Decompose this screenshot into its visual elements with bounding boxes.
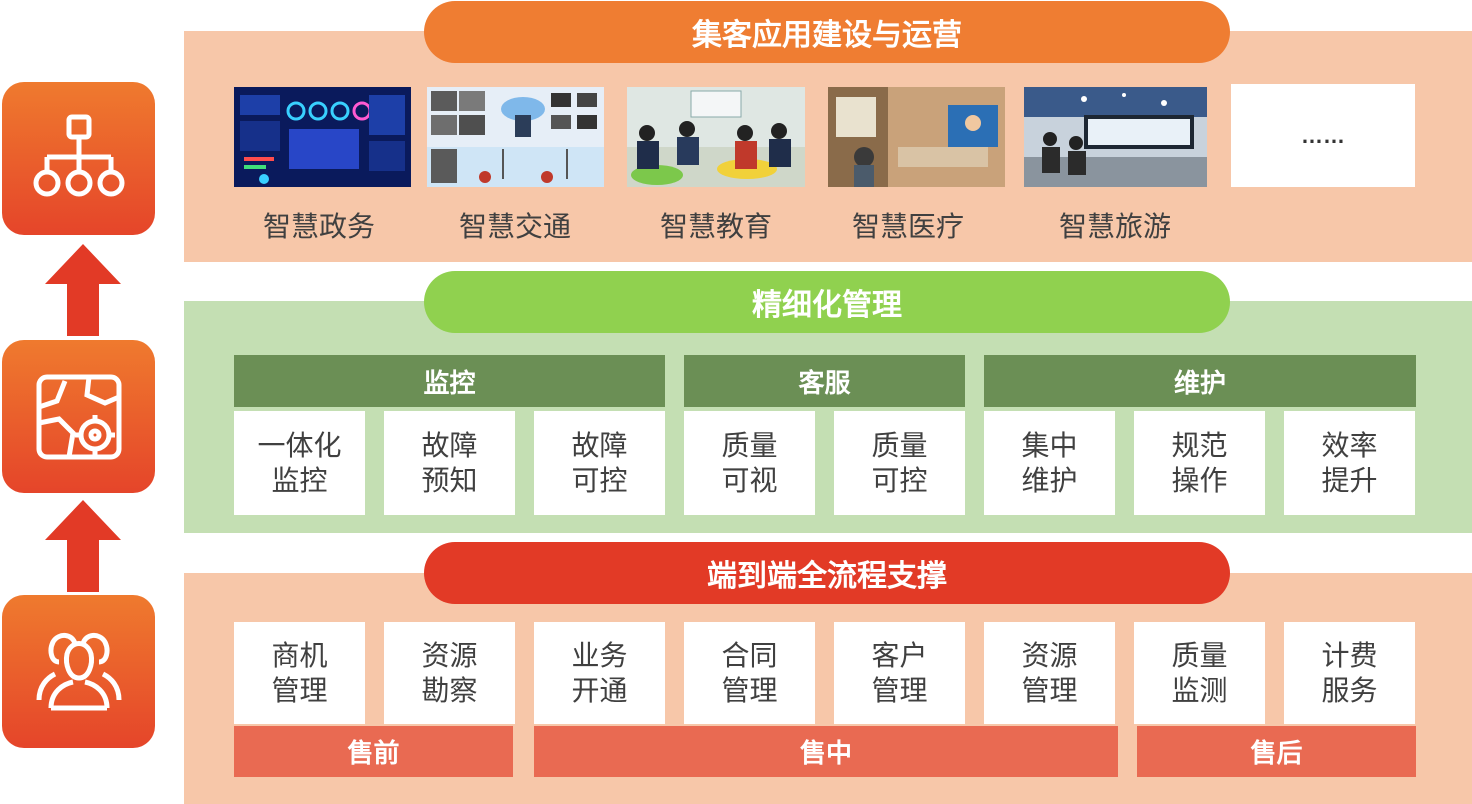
smart-tourism-image xyxy=(1024,87,1207,187)
middle-layer-band xyxy=(184,301,1472,533)
arrow-up-icon xyxy=(45,244,121,336)
card-line-2: 预知 xyxy=(421,464,478,497)
card-line-1: 客户 xyxy=(871,639,928,672)
phase-in-sale: 售中 xyxy=(534,726,1118,777)
card-line-1: 业务 xyxy=(571,639,628,672)
mid-card: 质量 可视 xyxy=(684,411,815,515)
mid-card: 质量 可控 xyxy=(834,411,965,515)
users-icon-box xyxy=(2,595,155,748)
card-line-1: 效率 xyxy=(1321,429,1378,462)
card-line-2: 管理 xyxy=(271,674,328,707)
card-line-2: 开通 xyxy=(571,674,628,707)
card-line-1: 故障 xyxy=(421,429,478,462)
card-line-2: 管理 xyxy=(871,674,928,707)
app-label-tourism: 智慧旅游 xyxy=(1058,210,1171,243)
card-line-2: 监控 xyxy=(271,464,328,497)
card-line-2: 操作 xyxy=(1171,464,1228,497)
bottom-card: 资源 管理 xyxy=(984,622,1115,724)
card-line-2: 管理 xyxy=(1021,674,1078,707)
smart-transport-image xyxy=(427,87,604,187)
bottom-card: 合同 管理 xyxy=(684,622,815,724)
card-line-2: 监测 xyxy=(1171,674,1228,707)
app-label-education: 智慧教育 xyxy=(659,210,772,243)
card-line-2: 可控 xyxy=(871,464,928,497)
card-line-1: 质量 xyxy=(871,429,928,462)
card-line-1: 合同 xyxy=(721,639,778,672)
group-header-service: 客服 xyxy=(684,355,965,407)
users-icon xyxy=(36,632,121,710)
gear-map-icon-box xyxy=(2,340,155,493)
card-line-2: 维护 xyxy=(1021,464,1078,497)
smart-medical-image xyxy=(828,87,1005,187)
smart-education-image xyxy=(627,87,805,187)
bottom-card: 业务 开通 xyxy=(534,622,665,724)
mid-card: 一体化 监控 xyxy=(234,411,365,515)
card-line-1: 资源 xyxy=(1021,639,1078,672)
arrow-up-icon xyxy=(45,500,121,592)
card-line-1: 质量 xyxy=(1171,639,1228,672)
card-line-1: 规范 xyxy=(1171,429,1228,462)
bottom-card: 质量 监测 xyxy=(1134,622,1265,724)
card-line-2: 提升 xyxy=(1321,464,1378,497)
card-line-1: 故障 xyxy=(571,429,628,462)
mid-card: 故障 可控 xyxy=(534,411,665,515)
org-chart-icon xyxy=(33,114,124,196)
mid-card: 故障 预知 xyxy=(384,411,515,515)
card-line-2: 勘察 xyxy=(421,674,478,707)
bottom-card: 资源 勘察 xyxy=(384,622,515,724)
org-chart-icon-box xyxy=(2,82,155,235)
card-line-1: 一体化 xyxy=(257,429,342,462)
bottom-layer-title: 端到端全流程支撑 xyxy=(424,542,1230,604)
gear-map-icon xyxy=(36,374,121,459)
card-line-1: 商机 xyxy=(271,639,328,672)
more-apps-placeholder: …… xyxy=(1231,84,1415,187)
mid-card: 集中 维护 xyxy=(984,411,1115,515)
group-header-maintenance: 维护 xyxy=(984,355,1416,407)
bottom-card: 计费 服务 xyxy=(1284,622,1415,724)
top-layer-title: 集客应用建设与运营 xyxy=(424,1,1230,63)
mid-card: 效率 提升 xyxy=(1284,411,1415,515)
group-header-monitor: 监控 xyxy=(234,355,665,407)
app-label-transport: 智慧交通 xyxy=(458,210,571,243)
card-line-1: 集中 xyxy=(1021,429,1078,462)
middle-layer-title: 精细化管理 xyxy=(424,271,1230,333)
card-line-2: 可控 xyxy=(571,464,628,497)
app-label-medical: 智慧医疗 xyxy=(851,210,964,243)
card-line-2: 可视 xyxy=(721,464,778,497)
card-line-1: 资源 xyxy=(421,639,478,672)
mid-card: 规范 操作 xyxy=(1134,411,1265,515)
phase-pre-sale: 售前 xyxy=(234,726,513,777)
card-line-1: 计费 xyxy=(1321,639,1378,672)
bottom-card: 商机 管理 xyxy=(234,622,365,724)
card-line-2: 服务 xyxy=(1321,674,1378,707)
bottom-card: 客户 管理 xyxy=(834,622,965,724)
phase-after-sale: 售后 xyxy=(1137,726,1416,777)
smart-government-image xyxy=(234,87,411,187)
card-line-2: 管理 xyxy=(721,674,778,707)
app-label-gov: 智慧政务 xyxy=(262,210,375,243)
card-line-1: 质量 xyxy=(721,429,778,462)
